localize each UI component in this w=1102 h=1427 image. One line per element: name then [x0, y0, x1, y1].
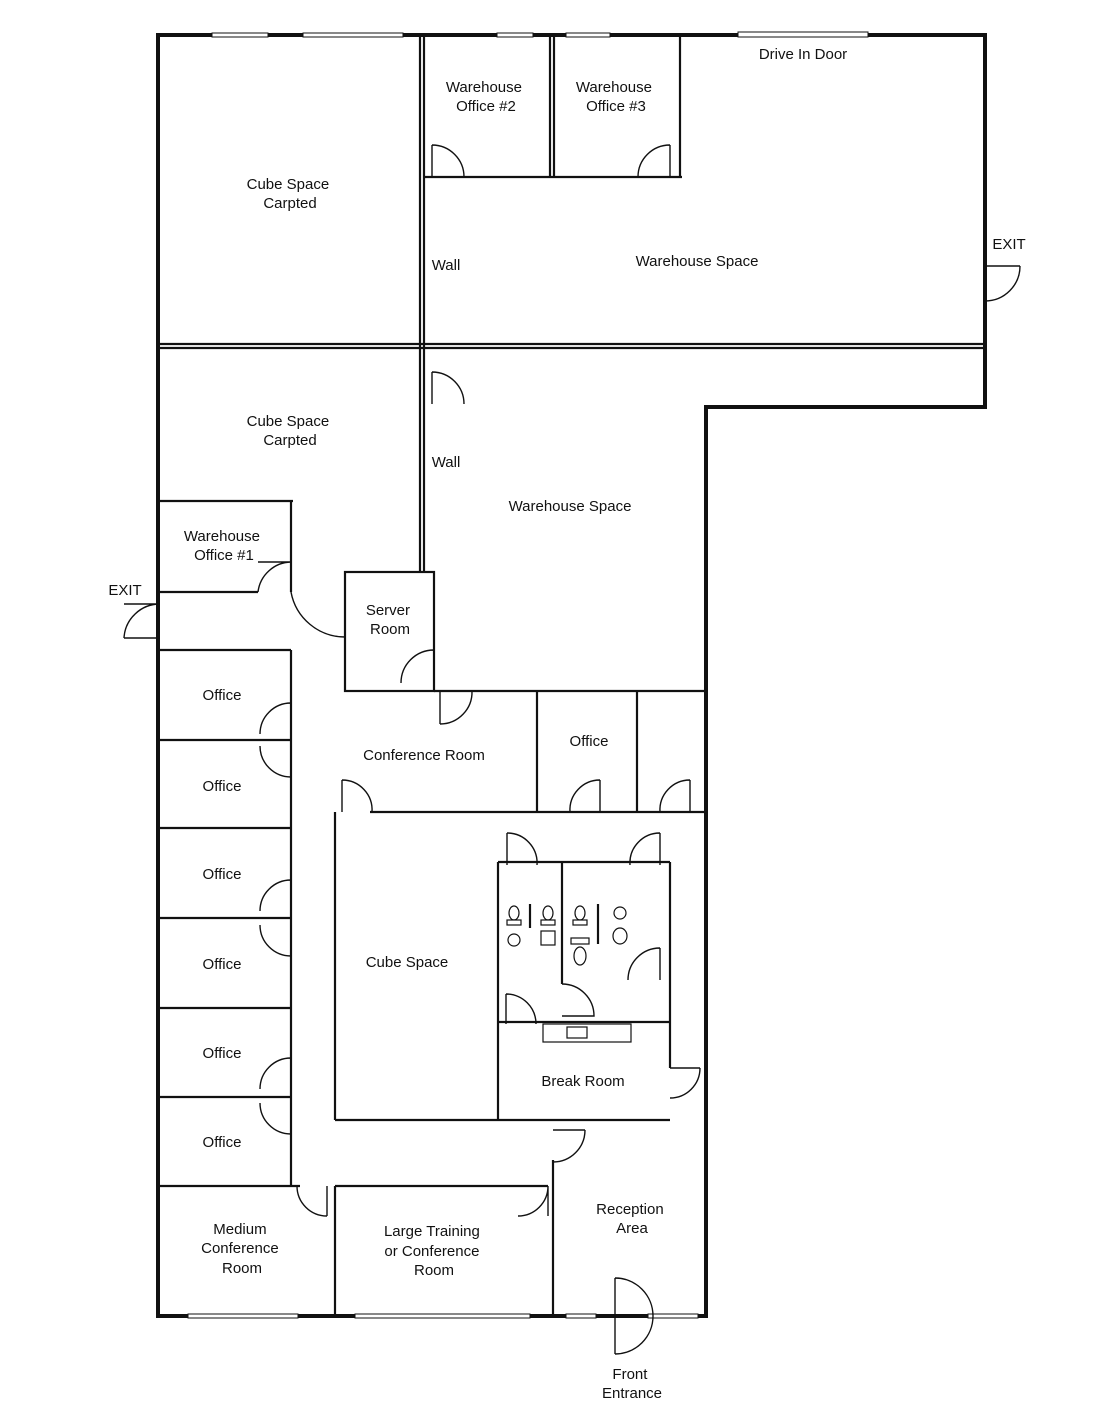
warehouse-office-3-label: Warehouse Office #3 — [576, 79, 656, 115]
medium-conference-room-label: Medium Conference Room — [201, 1221, 283, 1277]
warehouse-space-top-label: Warehouse Space — [636, 253, 759, 270]
office-2-label: Office — [203, 778, 242, 795]
warehouse-office-1-label: Warehouse Office #1 — [184, 528, 264, 564]
cube-space-top-label: Cube Space Carpted — [247, 176, 334, 212]
server-room-label: Server Room — [366, 602, 414, 638]
break-room-label: Break Room — [541, 1073, 624, 1090]
drive-in-door-label: Drive In Door — [759, 46, 847, 63]
office-6-label: Office — [203, 1134, 242, 1151]
warehouse-space-mid-label: Warehouse Space — [509, 498, 632, 515]
wall-top-label: Wall — [432, 257, 461, 274]
exit-right-label: EXIT — [992, 236, 1025, 253]
doors — [123, 144, 1021, 1355]
large-training-room-label: Large Training or Conference Room — [384, 1223, 484, 1279]
office-4-label: Office — [203, 956, 242, 973]
cube-space-mid-label: Cube Space Carpted — [247, 413, 334, 449]
interior-walls — [160, 37, 983, 1314]
wall-mid-label: Wall — [432, 454, 461, 471]
office-3-label: Office — [203, 866, 242, 883]
building-outline — [156, 33, 987, 1318]
exit-left-label: EXIT — [108, 582, 141, 599]
front-entrance-label: Front Entrance — [602, 1366, 662, 1402]
room-labels: Cube Space Carpted Cube Space Carpted Wa… — [108, 46, 1025, 1402]
windows-top — [211, 31, 869, 38]
office-1-label: Office — [203, 687, 242, 704]
cube-space-center-label: Cube Space — [366, 954, 449, 971]
office-right-label: Office — [570, 733, 609, 750]
conference-room-label: Conference Room — [363, 747, 485, 764]
office-5-label: Office — [203, 1045, 242, 1062]
windows-bottom — [187, 1313, 699, 1319]
reception-area-label: Reception Area — [596, 1201, 668, 1237]
warehouse-office-2-label: Warehouse Office #2 — [446, 79, 526, 115]
restroom-fixtures — [506, 904, 632, 1043]
